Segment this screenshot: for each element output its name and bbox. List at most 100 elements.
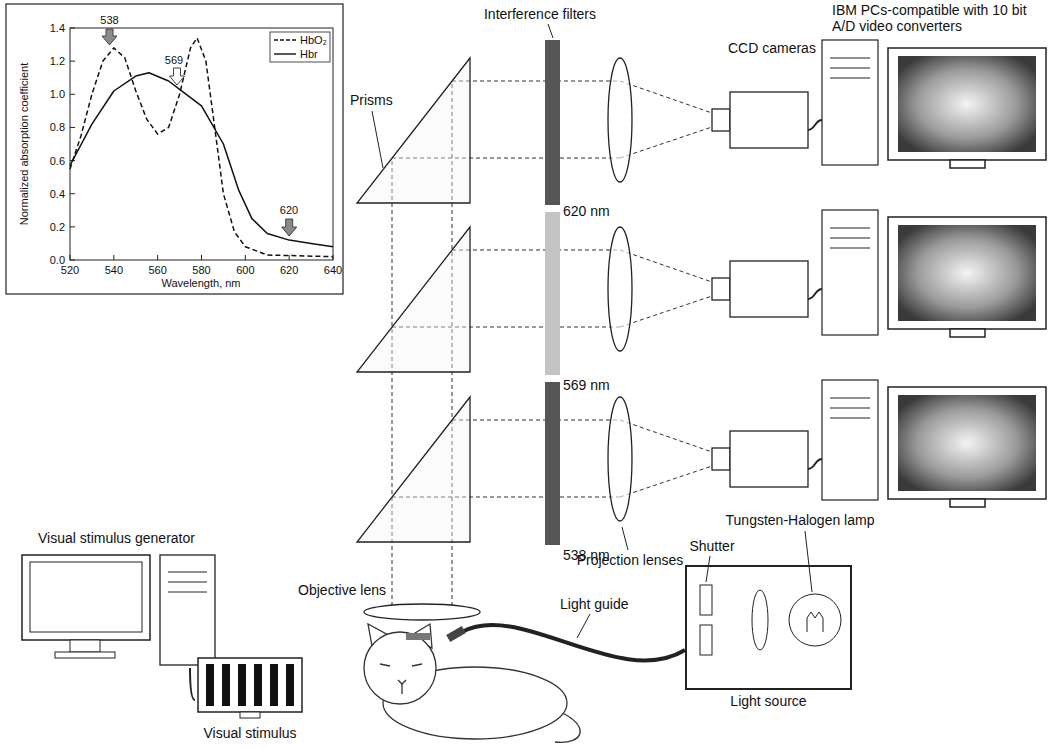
part-label: Light guide — [560, 596, 629, 612]
y-tick — [70, 127, 75, 128]
y-tick-label: 0.4 — [50, 187, 65, 200]
x-tick — [201, 255, 202, 260]
shutter — [700, 585, 712, 615]
part-label: Interference filters — [484, 6, 596, 22]
drive-bay — [830, 58, 870, 418]
y-tick — [70, 193, 75, 194]
lamp — [789, 594, 841, 646]
axis-title: Wavelength, nm — [161, 277, 240, 290]
x-tick — [113, 255, 114, 260]
x-tick-label: 600 — [236, 264, 254, 277]
x-tick-label: 560 — [148, 264, 166, 277]
y-tick-label: 1.2 — [50, 55, 65, 68]
condenser-lens — [752, 590, 768, 650]
chart-frame — [6, 4, 343, 294]
peak-label: 569 — [165, 54, 183, 67]
cable-connector — [190, 668, 195, 700]
interference-filter — [545, 212, 560, 375]
y-tick-label: 0.8 — [50, 121, 65, 134]
node-label: Light source — [730, 693, 806, 709]
legend-sample — [274, 53, 296, 54]
monitor-base — [55, 652, 115, 658]
monitor-image — [898, 56, 1036, 491]
marker-arrow — [170, 68, 185, 85]
cat — [364, 624, 580, 742]
stimulus-display: Visual stimulus — [195, 655, 305, 743]
part-label: Objective lens — [298, 582, 386, 598]
x-tick — [333, 255, 334, 260]
generator-screen — [30, 562, 142, 632]
hbo2-curve — [70, 38, 333, 257]
legend-text: Hbr — [300, 48, 318, 61]
wavelength-label: 569 nm — [563, 377, 610, 393]
legend-text: HbO₂ — [300, 34, 327, 47]
part-label: Prisms — [350, 92, 393, 108]
x-tick-label: 580 — [192, 264, 210, 277]
pc-tower — [822, 40, 878, 500]
peak-label: 538 — [100, 14, 118, 27]
ccd-camera — [712, 92, 808, 487]
prism — [357, 58, 470, 542]
leader-line — [372, 24, 812, 638]
x-tick-label: 640 — [324, 264, 342, 277]
generator-tower — [160, 555, 215, 665]
projection-lens — [608, 58, 632, 521]
part-label: CCD cameras — [728, 40, 816, 56]
generator-monitor — [22, 555, 150, 640]
grating-stripes — [206, 664, 294, 706]
node-label: Visual stimulus — [203, 725, 296, 741]
hbr-curve — [70, 73, 333, 247]
x-tick-label: 620 — [280, 264, 298, 277]
x-tick — [245, 255, 246, 260]
x-tick — [157, 255, 158, 260]
x-tick-label: 540 — [105, 264, 123, 277]
stripe — [286, 664, 294, 706]
light-guide-tip — [446, 626, 466, 642]
y-tick — [70, 28, 75, 29]
y-tick-label: 1.0 — [50, 88, 65, 101]
marker-arrow — [282, 219, 297, 236]
y-tick — [70, 226, 75, 227]
interference-filter — [545, 40, 560, 205]
axis-title: Normalized absorption coefficient — [18, 63, 31, 225]
cranial-window — [406, 633, 430, 640]
y-tick-label: 1.4 — [50, 22, 65, 35]
generator-computer: Visual stimulus generator — [18, 530, 220, 668]
node-label: Visual stimulus generator — [38, 530, 195, 546]
wavelength-label: 620 nm — [563, 203, 610, 219]
x-tick — [70, 255, 71, 260]
legend-sample — [274, 39, 296, 40]
shutter — [700, 625, 712, 655]
legend-box — [270, 32, 330, 62]
plot-area — [70, 28, 333, 260]
objective-lens — [364, 604, 480, 620]
drive-bay — [168, 572, 207, 592]
stimulus-monitor — [198, 658, 302, 712]
peak-label: 620 — [280, 204, 298, 217]
stripe — [206, 664, 214, 706]
monitor-stand — [240, 712, 260, 718]
stripe — [254, 664, 262, 706]
part-label: Tungsten-Halogen lamp — [726, 512, 875, 528]
x-tick-label: 520 — [61, 264, 79, 277]
stripe — [238, 664, 246, 706]
pc-monitor — [888, 48, 1046, 507]
y-tick — [70, 260, 75, 261]
part-label: Shutter — [689, 538, 734, 554]
light-guide — [462, 625, 685, 660]
part-label: IBM PCs-compatible with 10 bit A/D video… — [832, 2, 1037, 34]
stripe — [270, 664, 278, 706]
y-tick-label: 0.6 — [50, 154, 65, 167]
y-tick-label: 0.2 — [50, 221, 65, 234]
interference-filter — [545, 382, 560, 545]
monitor-stand — [70, 640, 100, 652]
marker-arrow — [102, 29, 117, 45]
camera-cable — [808, 120, 822, 469]
part-label: Projection lenses — [577, 552, 684, 568]
stripe — [222, 664, 230, 706]
x-tick — [289, 255, 290, 260]
filament — [807, 612, 823, 632]
